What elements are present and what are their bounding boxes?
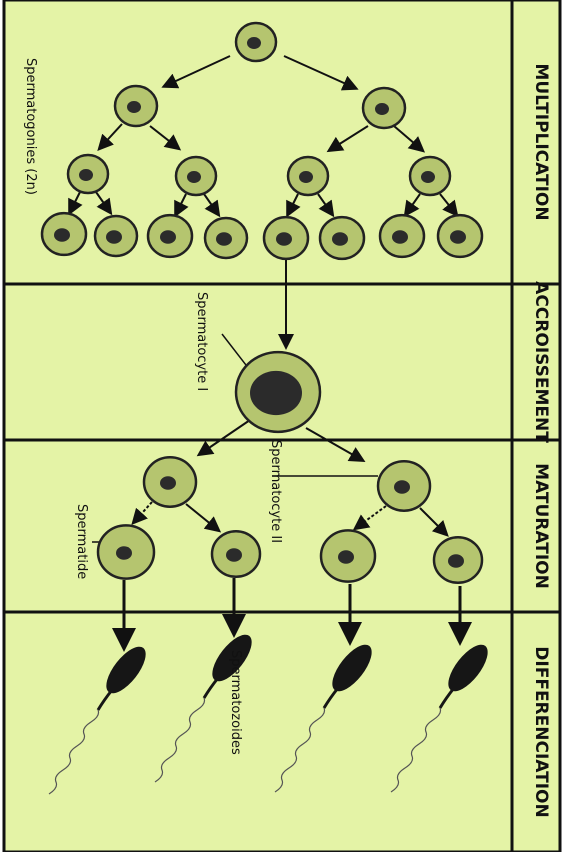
phase-label-maturation: MATURATION [531,463,551,589]
cell-nucleus [375,103,389,115]
cell-nucleus [448,554,464,568]
cell-spermatocyte-2 [378,461,430,510]
cell-nucleus [116,546,132,560]
cell-nucleus [421,171,435,183]
cell-spermatide [434,537,482,583]
cell-spermatogonie [380,215,424,257]
cell-spermatogonie [95,216,137,256]
cell-spermatogonie [363,88,405,128]
cell-nucleus [127,101,141,113]
cell-spermatocyte-1 [236,352,320,432]
cell-nucleus [160,476,176,490]
phase-label-accroissement: ACCROISSEMENT [531,281,551,443]
cell-nucleus [160,230,176,244]
cell-nucleus [250,371,302,415]
cell-nucleus [276,232,292,246]
cell-spermatogonie [264,217,308,259]
cell-nucleus [247,37,261,49]
cell-spermatogonie [148,215,192,257]
cell-nucleus [332,232,348,246]
cell-spermatide [321,530,375,581]
label-spermatocyte-2: Spermatocyte II [268,440,283,543]
cell-nucleus [79,169,93,181]
cell-nucleus [450,230,466,244]
cell-nucleus [394,480,410,494]
cell-spermatogonie [320,217,364,259]
cell-nucleus [338,550,354,564]
cell-spermatide [98,525,154,578]
cell-spermatogonie [288,157,328,195]
cell-nucleus [299,171,313,183]
cell-spermatogonie-origin [236,23,276,61]
label-spermatozoides: Spermatozoides [228,650,243,755]
phase-label-differenciation: DIFFERENCIATION [531,646,551,817]
cell-nucleus [54,228,70,242]
cell-spermatogonie [176,157,216,195]
cell-nucleus [226,548,242,562]
cell-nucleus [216,232,232,246]
phase-label-multiplication: MULTIPLICATION [531,63,551,220]
cell-nucleus [187,171,201,183]
cell-spermatogonie [42,213,86,255]
cell-spermatogonie [68,155,108,193]
cell-spermatogonie [410,157,450,195]
cell-spermatocyte-2 [144,457,196,506]
label-spermatide: Spermatide [74,504,89,579]
cell-spermatide [212,531,260,577]
cell-nucleus [106,230,122,244]
cell-spermatogonie [205,218,247,258]
cell-spermatogonie [438,215,482,257]
label-spermatocyte-1: Spermatocyte I [194,292,209,391]
cell-spermatogonie [115,86,157,126]
label-spermatogonies: Spermatogonies (2n) [23,58,38,195]
cell-nucleus [392,230,408,244]
